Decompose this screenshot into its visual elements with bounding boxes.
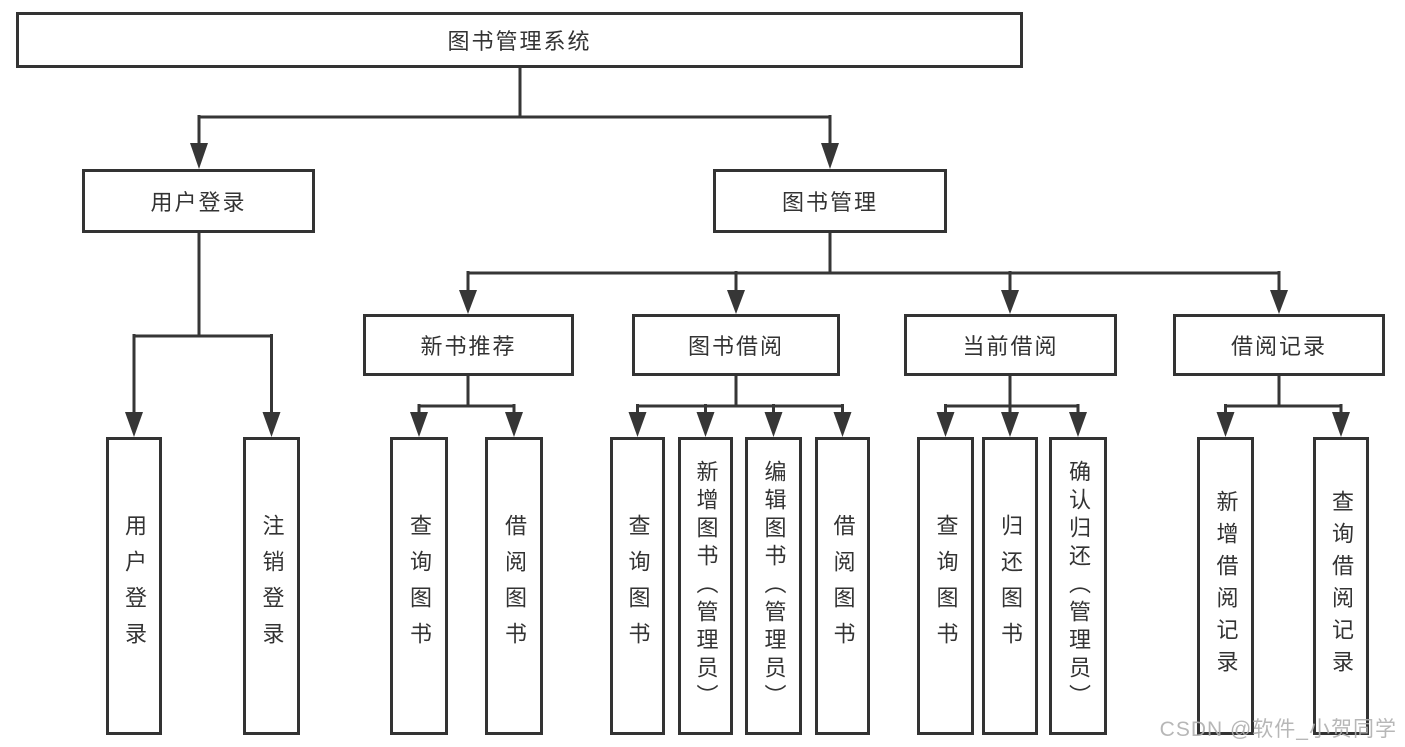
leaf-logout: 注销登录 xyxy=(243,437,300,735)
leaf-edit-books-admin: 编辑图书（管理员） xyxy=(745,437,802,735)
csdn-watermark: CSDN @软件_小贺同学 xyxy=(1159,718,1397,741)
leaf-borrow-books-recommend: 借阅图书 xyxy=(485,437,543,735)
leaf-return-books: 归还图书 xyxy=(982,437,1038,735)
leaf-label: 查询图书 xyxy=(933,514,959,658)
leaf-user-login: 用户登录 xyxy=(106,437,162,735)
leaf-borrow-books: 借阅图书 xyxy=(815,437,870,735)
node-library-system: 图书管理系统 xyxy=(16,12,1023,68)
leaf-label: 编辑图书（管理员） xyxy=(761,460,787,712)
leaf-query-books-recommend: 查询图书 xyxy=(390,437,448,735)
leaf-label: 新增借阅记录 xyxy=(1213,490,1239,682)
leaf-label: 借阅图书 xyxy=(502,514,527,658)
node-book-management: 图书管理 xyxy=(713,169,947,233)
node-current-borrowing: 当前借阅 xyxy=(904,314,1117,376)
leaf-label: 归还图书 xyxy=(998,514,1023,658)
leaf-confirm-return-admin: 确认归还（管理员） xyxy=(1049,437,1107,735)
leaf-label: 查询借阅记录 xyxy=(1329,490,1354,682)
leaf-query-books-borrow: 查询图书 xyxy=(610,437,665,735)
node-user-login: 用户登录 xyxy=(82,169,315,233)
arrowheads xyxy=(125,143,1350,437)
leaf-add-borrow-record: 新增借阅记录 xyxy=(1197,437,1254,735)
leaf-add-books-admin: 新增图书（管理员） xyxy=(678,437,733,735)
leaf-label: 用户登录 xyxy=(122,514,147,658)
node-new-book-recommend: 新书推荐 xyxy=(363,314,574,376)
leaf-label: 借阅图书 xyxy=(830,514,856,658)
leaf-query-borrow-record: 查询借阅记录 xyxy=(1313,437,1369,735)
leaf-label: 新增图书（管理员） xyxy=(693,460,719,712)
leaf-label: 查询图书 xyxy=(625,514,651,658)
node-book-borrowing: 图书借阅 xyxy=(632,314,840,376)
leaf-query-books-current: 查询图书 xyxy=(917,437,974,735)
leaf-label: 查询图书 xyxy=(407,514,432,658)
leaf-label: 确认归还（管理员） xyxy=(1066,460,1091,712)
node-borrow-records: 借阅记录 xyxy=(1173,314,1385,376)
leaf-label: 注销登录 xyxy=(259,514,285,658)
